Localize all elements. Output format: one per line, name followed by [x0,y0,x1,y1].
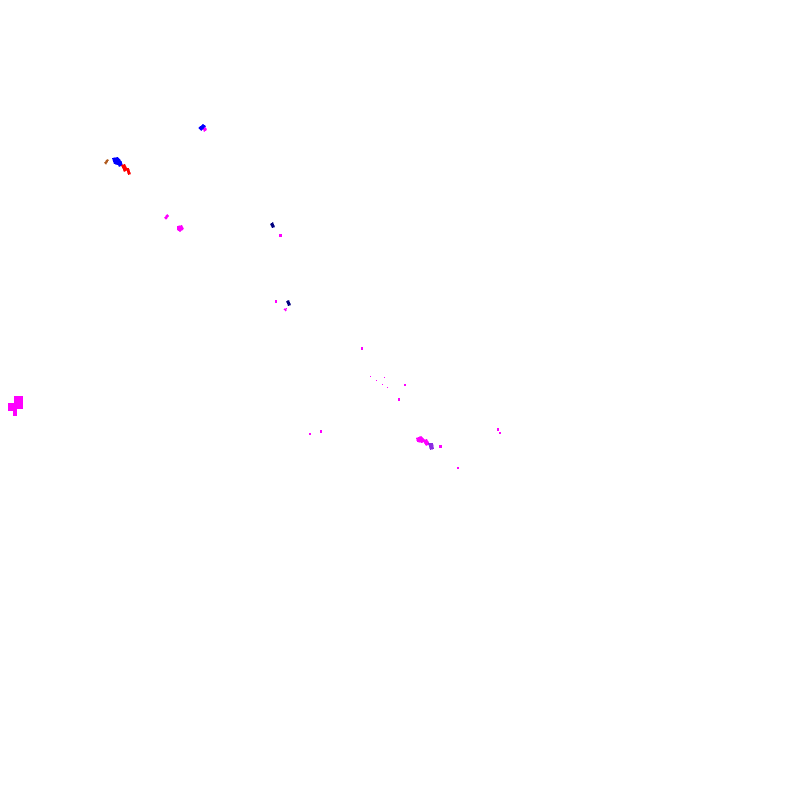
magenta-scatter-center-mark-4 [382,384,383,385]
magenta-cluster-west-mark-1 [164,214,169,220]
blue-magenta-cluster-center-mark-4 [275,300,277,303]
magenta-scatter-center-mark-5 [384,377,385,378]
blue-red-cluster-north-mark-3 [121,164,128,172]
magenta-scatter-center-mark-6 [387,387,388,388]
magenta-scatter-center-mark-2 [370,376,371,377]
magenta-cluster-southeast-mark-5 [497,428,499,431]
blue-cluster-top [198,124,207,132]
magenta-scatter-center-mark-10 [320,430,322,433]
magenta-cluster-southeast-mark-6 [499,432,501,434]
blue-cluster-top-mark-2 [203,127,207,132]
magenta-cluster-southeast-mark-7 [457,467,459,469]
magenta-scatter-center-mark-8 [398,398,400,401]
magenta-cluster-southeast-mark-3 [428,443,434,450]
blue-magenta-cluster-center-mark-1 [270,222,275,228]
blue-magenta-cluster-center-mark-2 [279,234,282,237]
magenta-block-left-edge [8,396,23,416]
magenta-cluster-west [164,214,184,232]
magenta-scatter-center-mark-1 [361,347,363,350]
magenta-scatter-center-mark-7 [404,384,406,386]
blue-red-cluster-north-mark-5 [104,159,109,165]
magenta-scatter-center [309,347,406,435]
blue-magenta-cluster-center-mark-3 [286,300,291,306]
magenta-block-left-edge-mark-1 [8,396,23,416]
magenta-scatter-center-mark-9 [309,433,311,435]
magenta-cluster-southeast-mark-1 [416,436,425,443]
magenta-cluster-southeast-mark-2 [422,439,430,446]
blue-cluster-top-mark-1 [198,124,206,131]
map-features [8,124,501,469]
magenta-scatter-center-mark-3 [376,380,377,381]
blue-red-cluster-north [104,157,131,175]
magenta-cluster-southeast-mark-4 [439,445,442,448]
blue-magenta-cluster-center [270,222,291,312]
magenta-cluster-southeast [416,428,501,469]
blue-magenta-cluster-center-mark-5 [283,308,287,312]
magenta-cluster-west-mark-2 [177,225,184,232]
blue-red-cluster-north-mark-4 [126,168,131,175]
